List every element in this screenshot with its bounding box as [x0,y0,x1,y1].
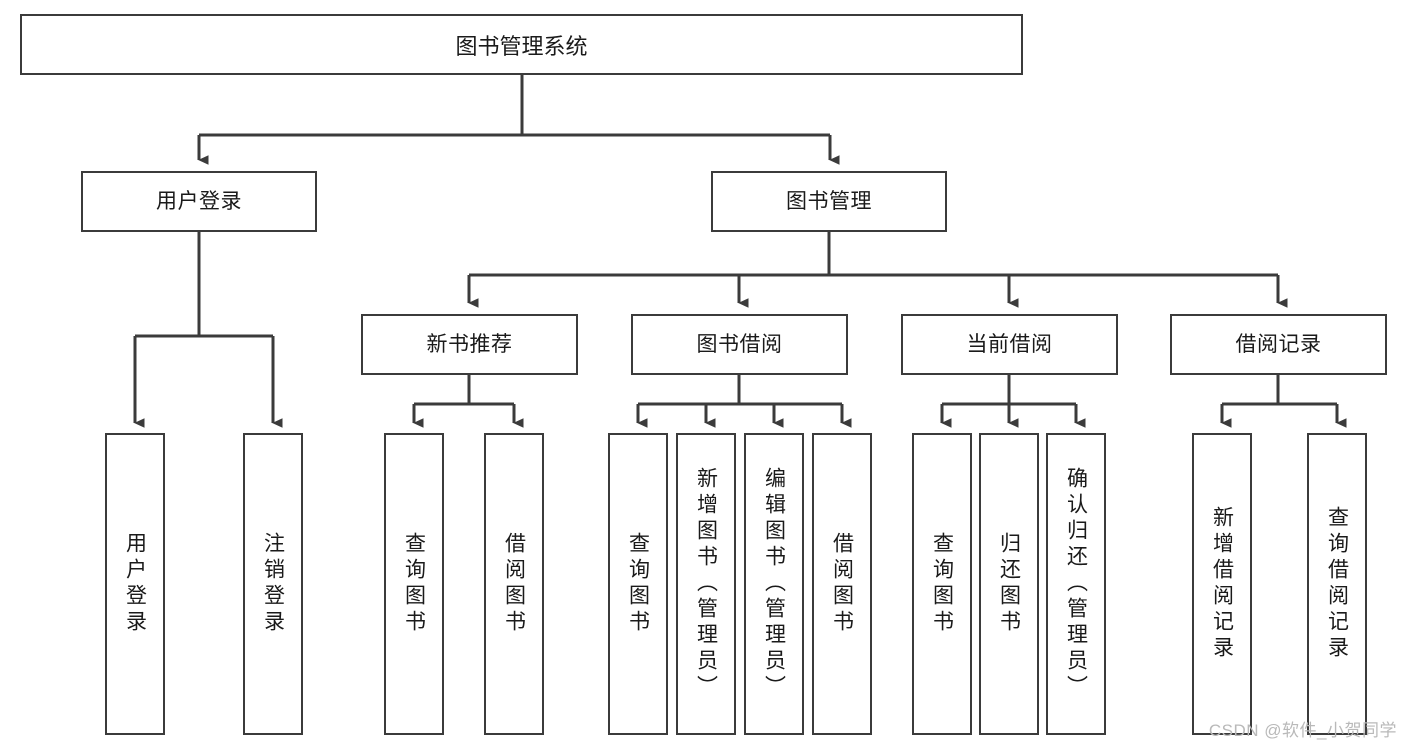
node-label: 查询图书 [626,532,650,636]
node-label: 编辑图书（管理员） [762,467,786,701]
node-label: 借阅图书 [502,532,526,636]
node-label: 查询图书 [402,532,426,636]
node-label: 借阅图书 [830,532,854,636]
node-leaf-borrow-book-recommend[interactable]: 借阅图书 [484,433,544,735]
node-label: 归还图书 [997,532,1021,636]
node-leaf-query-book-current[interactable]: 查询图书 [912,433,972,735]
node-label: 新书推荐 [426,332,513,356]
node-label: 图书管理系统 [455,33,588,59]
node-label: 查询借阅记录 [1325,506,1349,662]
node-label: 图书管理 [786,189,872,213]
node-root-book-management-system[interactable]: 图书管理系统 [20,14,1023,75]
node-leaf-user-logout[interactable]: 注销登录 [243,433,303,735]
node-leaf-confirm-return[interactable]: 确认归还（管理员） [1046,433,1106,735]
node-leaf-user-login[interactable]: 用户登录 [105,433,165,735]
csdn-watermark: CSDN @软件_小贺同学 [1208,721,1397,740]
node-book-management[interactable]: 图书管理 [711,171,947,232]
node-book-borrow[interactable]: 图书借阅 [631,314,848,375]
node-label: 当前借阅 [966,332,1053,356]
node-label: 确认归还（管理员） [1064,467,1088,701]
node-leaf-query-book-recommend[interactable]: 查询图书 [384,433,444,735]
node-label: 用户登录 [123,532,147,636]
node-leaf-edit-book[interactable]: 编辑图书（管理员） [744,433,804,735]
node-leaf-return-book[interactable]: 归还图书 [979,433,1039,735]
node-label: 查询图书 [930,532,954,636]
node-user-login[interactable]: 用户登录 [81,171,317,232]
node-label: 新增借阅记录 [1210,506,1234,662]
node-label: 借阅记录 [1235,332,1322,356]
node-borrow-record[interactable]: 借阅记录 [1170,314,1387,375]
node-leaf-query-borrow-record[interactable]: 查询借阅记录 [1307,433,1367,735]
node-label: 新增图书（管理员） [694,467,718,701]
node-leaf-add-borrow-record[interactable]: 新增借阅记录 [1192,433,1252,735]
node-label: 用户登录 [156,189,242,213]
node-leaf-add-book[interactable]: 新增图书（管理员） [676,433,736,735]
node-leaf-query-book-borrow[interactable]: 查询图书 [608,433,668,735]
node-leaf-borrow-book[interactable]: 借阅图书 [812,433,872,735]
node-label: 图书借阅 [696,332,783,356]
node-new-book-recommend[interactable]: 新书推荐 [361,314,578,375]
node-label: 注销登录 [261,532,285,636]
node-current-borrow[interactable]: 当前借阅 [901,314,1118,375]
